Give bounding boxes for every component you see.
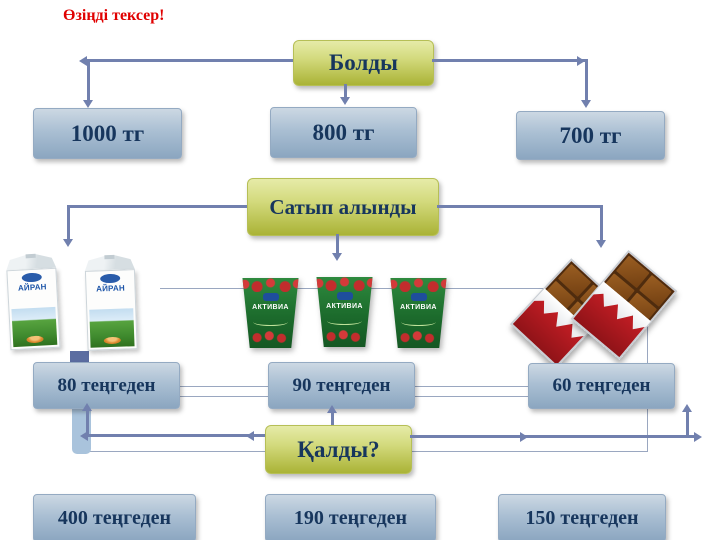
carton-logo-badge [100, 273, 121, 284]
arrowhead-left-icon [80, 431, 88, 441]
node-remainder-190: 190 теңгеден [265, 494, 436, 540]
carton-brand-label: АЙРАН [17, 282, 47, 293]
node-money-800: 800 тг [270, 107, 417, 158]
yogurt-cup-body: АКТИВИА [390, 278, 447, 348]
connector-result-to-800 [344, 84, 347, 98]
arrowhead-down-icon [340, 97, 350, 105]
arrowhead-left-icon [246, 431, 254, 441]
node-price-80: 80 теңгеден [33, 362, 180, 409]
connector-purchased-to-milk-h [68, 205, 247, 208]
berries-art [390, 278, 447, 292]
connector-remainder-to-60-h [410, 435, 696, 438]
node-money-700: 700 тг [516, 111, 665, 160]
connector-remainder-to-60-v [686, 411, 689, 438]
yogurt-logo-badge [410, 293, 427, 301]
carton-ridge [104, 254, 115, 260]
chocolate-bar-2 [570, 249, 678, 361]
arrowhead-down-icon [332, 253, 342, 261]
carton-bowl-art [103, 336, 121, 345]
carton-meadow-art [11, 306, 58, 348]
yogurt-cup-body: АКТИВИА [316, 277, 373, 347]
arrowhead-down-icon [596, 240, 606, 248]
node-price-60: 60 теңгеден [528, 363, 675, 409]
berries-art [316, 330, 373, 342]
yogurt-cup-1: АКТИВИА [240, 278, 301, 348]
connector-90-60-line-top [413, 386, 528, 387]
yogurt-logo-badge [336, 292, 353, 300]
connector-remainder-to-80-v [86, 410, 89, 437]
carton-logo-badge [21, 272, 42, 283]
connector-result-to-1000-v [87, 59, 90, 102]
arrowhead-down-icon [581, 100, 591, 108]
carton-body: АЙРАН [84, 269, 138, 351]
node-remainder-question: Қалды? [265, 425, 412, 474]
connector-80-90-line-top [178, 386, 268, 387]
node-remainder-150: 150 теңгеден [498, 494, 666, 540]
connector-purchased-to-chocolate-h [437, 205, 603, 208]
carton-bowl-art [26, 335, 44, 344]
arrowhead-down-icon [63, 239, 73, 247]
arrowhead-left-icon [79, 56, 87, 66]
yogurt-logo-badge [262, 293, 279, 301]
connector-purchased-to-yogurt [336, 234, 339, 255]
connector-result-to-1000-h [88, 59, 293, 62]
connector-remainder-to-90 [331, 412, 334, 425]
yogurt-brand-label: АКТИВИА [326, 303, 363, 310]
carton-brand-label: АЙРАН [96, 283, 126, 294]
arrowhead-down-icon [83, 100, 93, 108]
node-price-90: 90 теңгеден [268, 362, 415, 409]
arrowhead-right-icon [520, 432, 528, 442]
yogurt-brand-label: АКТИВИА [252, 304, 289, 311]
yogurt-cup-body: АКТИВИА [242, 278, 299, 348]
arrowhead-right-icon [694, 432, 702, 442]
carton-meadow-art [89, 308, 135, 348]
milk-carton-2: АЙРАН [84, 254, 138, 351]
connector-purchased-to-chocolate-v [600, 205, 603, 242]
berries-art [242, 278, 299, 292]
yogurt-flavor-script [253, 318, 288, 326]
yogurt-cup-2: АКТИВИА [314, 277, 375, 347]
arrowhead-up-icon [82, 403, 92, 411]
yogurt-cup-3: АКТИВИА [388, 278, 449, 348]
berries-art [242, 331, 299, 343]
connector-remainder-to-80-h [88, 434, 265, 437]
connector-result-to-700-v [585, 59, 588, 102]
connector-result-to-700-h [432, 59, 588, 62]
page-title: Өзіңді тексер! [63, 7, 165, 24]
node-result: Болды [293, 40, 434, 86]
carton-ridge [25, 253, 36, 259]
connector-purchased-to-milk-v [67, 205, 70, 241]
carton-body: АЙРАН [6, 267, 61, 351]
berries-art [390, 331, 447, 343]
milk-carton-1: АЙРАН [6, 253, 61, 351]
yogurt-flavor-script [327, 317, 362, 325]
berries-art [316, 277, 373, 291]
connector-90-60-line-bottom [413, 396, 528, 397]
node-remainder-400: 400 теңгеден [33, 494, 196, 540]
connector-80-90-line-bottom [178, 396, 268, 397]
arrowhead-up-icon [327, 405, 337, 413]
arrowhead-right-icon [577, 56, 585, 66]
node-purchased: Сатып алынды [247, 178, 439, 236]
node-money-1000: 1000 тг [33, 108, 182, 159]
yogurt-flavor-script [401, 318, 436, 326]
arrowhead-up-icon [682, 404, 692, 412]
yogurt-brand-label: АКТИВИА [400, 304, 437, 311]
small-connector-square [70, 351, 89, 363]
